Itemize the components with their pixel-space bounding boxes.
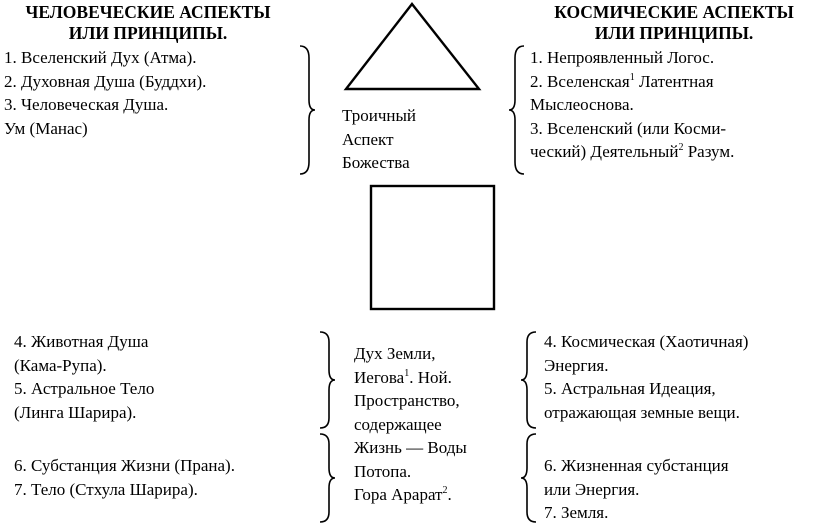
- text-line: содержащее: [354, 414, 442, 434]
- right-heading: КОСМИЧЕСКИЕ АСПЕКТЫ ИЛИ ПРИНЦИПЫ.: [524, 2, 824, 44]
- list-item: ческий) Деятельный2 Разум.: [530, 142, 735, 161]
- list-item: 6. Жизненная субстанция: [544, 456, 729, 475]
- list-item: Ум (Манас): [4, 118, 88, 138]
- list-item: 5. Астральное Тело: [14, 379, 155, 398]
- left-heading-line-1: ЧЕЛОВЕЧЕСКИЕ АСПЕКТЫ: [25, 2, 271, 22]
- list-item: или Энергия.: [544, 479, 640, 499]
- brace-cosmic-upper: [508, 45, 525, 175]
- brace-human-lower-a: [319, 331, 336, 429]
- list-item: Энергия.: [544, 355, 609, 375]
- triad-label-line: Троичный: [342, 106, 417, 125]
- list-item: 4. Животная Душа: [14, 332, 149, 351]
- right-heading-line-1: КОСМИЧЕСКИЕ АСПЕКТЫ: [554, 2, 794, 22]
- brace-cosmic-lower-b: [520, 433, 537, 523]
- footnote-marker: 2: [442, 485, 448, 496]
- human-principles-lower-a: 4. Животная Душа (Кама-Рупа). 5. Астраль…: [14, 330, 154, 424]
- brace-cosmic-lower-a: [520, 331, 537, 429]
- triad-label-line: Божества: [342, 153, 410, 172]
- list-item: отражающая земные вещи.: [544, 402, 740, 422]
- list-item: 7. Земля.: [544, 503, 609, 522]
- footnote-marker: 1: [404, 367, 410, 379]
- left-heading-line-2: ИЛИ ПРИНЦИПЫ.: [68, 23, 228, 43]
- list-item: 3. Вселенский (или Косми-: [530, 118, 727, 138]
- text-line: Дух Земли,: [354, 344, 436, 363]
- list-item: Мыслеоснова.: [530, 95, 634, 114]
- triangle-icon: [343, 2, 482, 91]
- list-item: 2. Вселенская1 Латентная: [530, 71, 714, 91]
- square-icon: [369, 184, 496, 311]
- list-item: 7. Тело (Стхула Шарира).: [14, 479, 198, 499]
- list-item: 2. Духовная Душа (Буддхи).: [4, 71, 207, 91]
- list-item: 4. Космическая (Хаотичная): [544, 332, 749, 351]
- left-heading: ЧЕЛОВЕЧЕСКИЕ АСПЕКТЫ ИЛИ ПРИНЦИПЫ.: [0, 2, 296, 44]
- footnote-marker: 1: [629, 71, 635, 83]
- cosmic-principles-lower-b: 6. Жизненная субстанция или Энергия. 7. …: [544, 454, 729, 525]
- earth-spirit-text: Дух Земли, Иегова1. Ной. Пространство, с…: [354, 342, 467, 507]
- list-item: (Линга Шарира).: [14, 402, 137, 422]
- text-line: Жизнь — Воды: [354, 438, 467, 457]
- cosmic-principles-upper: 1. Непроявленный Логос. 2. Вселенская1 Л…: [530, 46, 734, 164]
- brace-human-lower-b: [319, 433, 336, 523]
- triad-label: Троичный Аспект Божества: [342, 104, 416, 175]
- human-principles-upper: 1. Вселенский Дух (Атма). 2. Духовная Ду…: [4, 46, 206, 140]
- cosmic-principles-lower-a: 4. Космическая (Хаотичная) Энергия. 5. А…: [544, 330, 748, 424]
- triad-label-line: Аспект: [342, 129, 394, 149]
- footnote-marker: 2: [678, 142, 684, 153]
- list-item: 5. Астральная Идеация,: [544, 379, 716, 398]
- list-item: 1. Вселенский Дух (Атма).: [4, 48, 197, 67]
- right-heading-line-2: ИЛИ ПРИНЦИПЫ.: [594, 23, 754, 43]
- list-item: (Кама-Рупа).: [14, 355, 107, 375]
- text-line: Иегова1. Ной.: [354, 367, 452, 387]
- text-line: Гора Арарат2.: [354, 485, 452, 504]
- list-item: 3. Человеческая Душа.: [4, 95, 169, 114]
- text-line: Пространство,: [354, 391, 460, 410]
- brace-human-upper: [299, 45, 316, 175]
- text-line: Потопа.: [354, 461, 412, 481]
- human-principles-lower-b: 6. Субстанция Жизни (Прана). 7. Тело (Ст…: [14, 454, 235, 501]
- list-item: 1. Непроявленный Логос.: [530, 48, 715, 67]
- list-item: 6. Субстанция Жизни (Прана).: [14, 456, 235, 475]
